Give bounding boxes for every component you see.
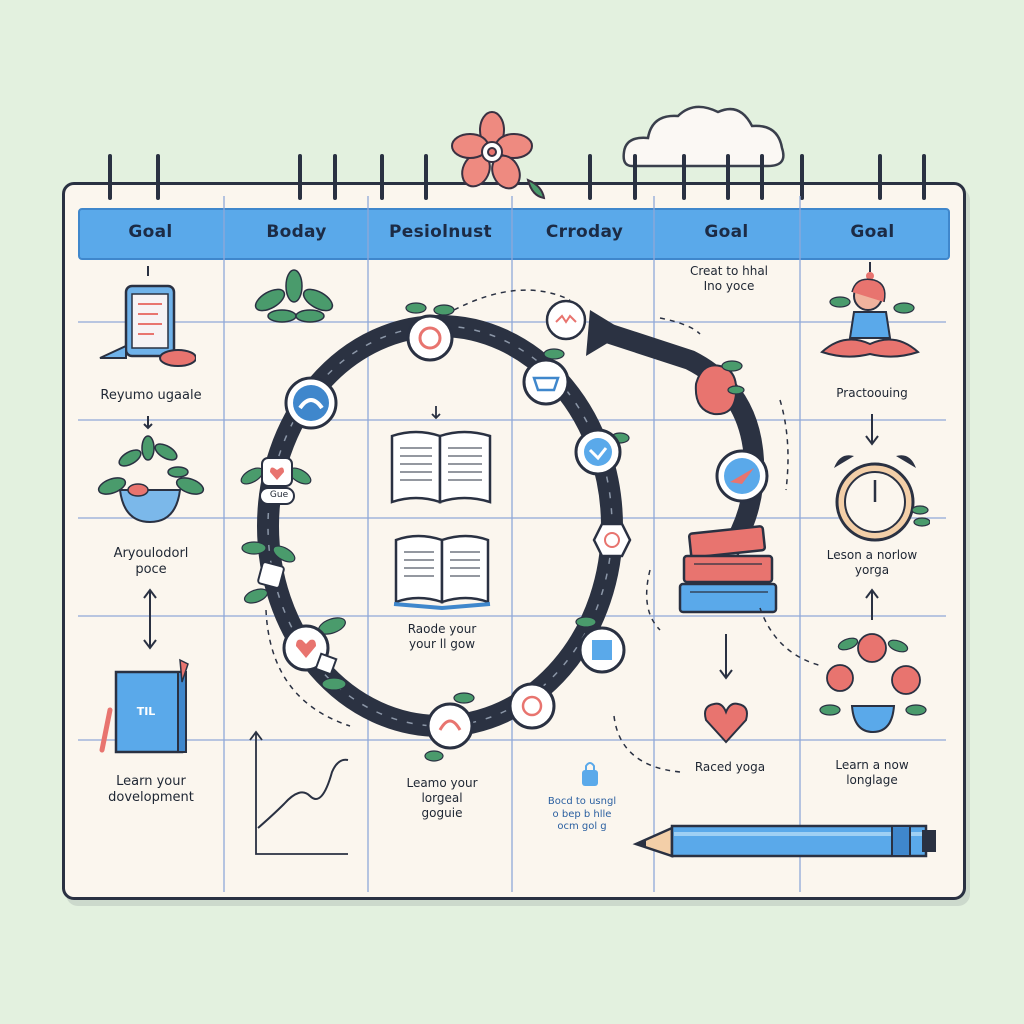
column-title-2: Boday <box>266 222 327 242</box>
dashed-connector <box>759 607 823 667</box>
center-bottom-text: Leamo your lorgeal goguie <box>376 776 508 821</box>
phone-icon <box>99 266 196 367</box>
column5-top-text-line2: Ino yoce <box>703 279 755 293</box>
column6-text1: Practoouing <box>836 386 908 400</box>
open-book-blue-icon <box>393 534 491 611</box>
column6-text3: Learn a now longlage <box>806 758 938 788</box>
leaf-sprig-icon <box>254 269 334 323</box>
column1-text2-line1: Aryoulodorl <box>113 546 189 561</box>
node-badge-icon <box>240 457 312 505</box>
pencil-icon <box>632 824 936 858</box>
faint-note: Bocd to usngl o bep b hlle ocm gol g <box>520 796 644 834</box>
cloud-icon <box>622 105 785 168</box>
node-heart-leaves-icon <box>282 617 347 691</box>
binder-rings <box>108 154 926 200</box>
column6-text3-line1: Learn a now <box>835 758 909 772</box>
dashed-connector-2 <box>613 715 681 773</box>
small-lock-icon <box>582 762 598 786</box>
node-heart-tag-icon <box>592 522 632 558</box>
node-check-icon <box>574 428 630 476</box>
column1-text2-line2: poce <box>135 562 167 578</box>
column1-text3-line2: dovelopment <box>108 790 194 806</box>
column5-bottom-text: Raced yoga <box>694 760 766 774</box>
node-image-icon <box>575 616 626 674</box>
faint-note-line2: o bep b hlle <box>552 808 612 820</box>
node-coral-icon <box>508 682 556 730</box>
node-leaf-box-icon <box>241 541 296 604</box>
column5-top-text: Creat to hhal Ino yoce <box>660 264 798 294</box>
column-title-3: Pesiolnust <box>389 222 492 242</box>
node-blue-arc-icon <box>284 376 338 430</box>
column6-text2-line2: yorga <box>854 563 890 577</box>
center-book-text: Raode your your ll gow <box>376 622 508 652</box>
rose-icon <box>694 360 745 416</box>
column-title-1: Goal <box>128 222 173 242</box>
alarm-clock-icon <box>834 455 930 542</box>
down-arrow-icon <box>719 634 733 680</box>
node-plane-icon <box>715 449 769 503</box>
growth-chart-icon <box>249 730 349 855</box>
badge-label: Gue <box>269 490 289 500</box>
node-wave-icon <box>545 299 587 341</box>
node-top-icon <box>405 302 455 362</box>
column1-text3-line1: Learn your <box>116 774 186 789</box>
notebook-icon <box>99 658 189 754</box>
column6-text2-line1: Leson a norlow <box>826 548 918 562</box>
center-bottom-text-line2: lorgeal <box>421 791 463 805</box>
center-book-text-line2: your ll gow <box>408 637 476 651</box>
heart-icon <box>704 702 748 744</box>
faint-note-line3: ocm gol g <box>557 821 607 832</box>
column5-top-text-line1: Creat to hhal <box>689 264 769 278</box>
column-title-6: Goal <box>850 222 895 242</box>
notebook-label: TIL <box>136 705 156 718</box>
flower-icon <box>451 111 546 200</box>
open-book-icon <box>390 406 492 504</box>
center-bottom-text-line3: goguie <box>421 806 463 820</box>
plant-bowl-icon <box>97 416 205 524</box>
yoga-person-icon <box>820 262 920 358</box>
center-book-text-line1: Raode your <box>407 622 477 636</box>
column6-text2: Leson a norlow yorga <box>806 548 938 578</box>
node-bottom-icon <box>424 692 475 762</box>
flower-pot-icon <box>819 633 927 734</box>
stacked-books-icon <box>678 525 778 614</box>
center-bottom-text-line1: Leamo your <box>406 776 478 790</box>
faint-note-line1: Bocd to usngl <box>547 796 617 807</box>
up-arrow-icon <box>865 588 879 620</box>
double-arrow-icon <box>143 588 157 650</box>
node-basket-icon <box>522 348 570 406</box>
column6-text3-line2: longlage <box>846 773 898 787</box>
down-arrow-2-icon <box>865 414 879 446</box>
column1-text3: Learn your dovelopment <box>84 774 218 807</box>
calendar-board <box>62 182 966 900</box>
column-title-5: Goal <box>704 222 749 242</box>
column-title-4: Crroday <box>545 222 624 242</box>
column1-text1: Reyumo ugaale <box>100 388 202 403</box>
column1-text2: Aryoulodorl poce <box>84 546 218 579</box>
header-bar <box>78 208 950 260</box>
